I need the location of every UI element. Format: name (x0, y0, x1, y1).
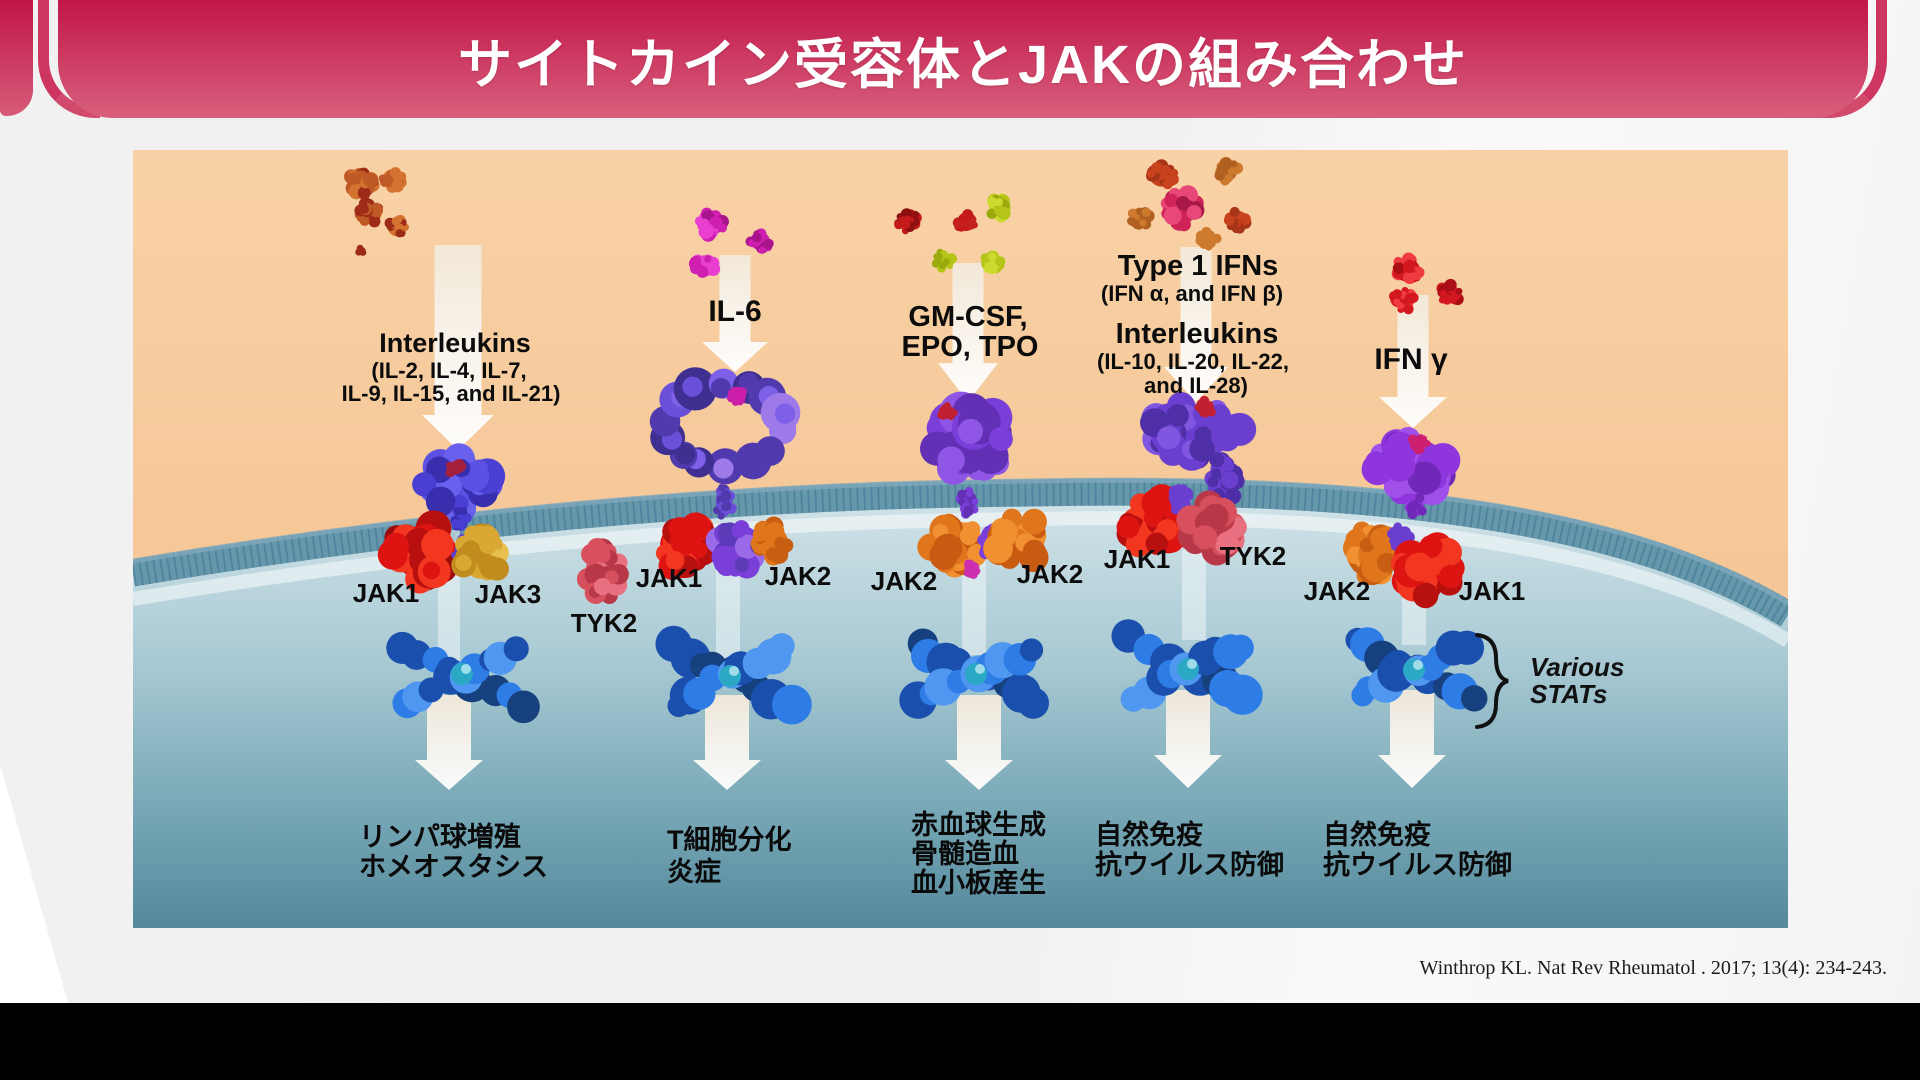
ligand-label: (IL-10, IL-20, IL-22, (1097, 349, 1289, 374)
cytokine (1388, 252, 1464, 315)
ligand-label: EPO, TPO (901, 331, 1039, 363)
citation: Winthrop KL. Nat Rev Rheumatol . 2017; 1… (1419, 957, 1887, 979)
outcome-label: T細胞分化 (667, 825, 792, 855)
outcome-label: 骨髄造血 (911, 839, 1019, 869)
down-arrow (693, 695, 761, 790)
jak-complex (1116, 484, 1247, 566)
various-stats-label: STATs (1530, 679, 1608, 709)
jak-label: JAK2 (1303, 576, 1371, 606)
outcome-label: 血小板産生 (911, 868, 1046, 898)
ligand-label: (IFN α, and IFN β) (1100, 281, 1284, 306)
jak-label: JAK2 (1016, 559, 1084, 589)
cytokine (894, 193, 1011, 275)
jak-label: JAK1 (1103, 544, 1171, 574)
outcome-label: 自然免疫 (1323, 820, 1431, 850)
ligand-label: GM-CSF, (908, 301, 1028, 333)
receptor-ring (649, 367, 801, 520)
down-arrow (945, 695, 1013, 790)
ligand-label: IFN γ (1374, 343, 1448, 376)
ligand-label: (IL-2, IL-4, IL-7, (371, 358, 527, 383)
outcome-label: リンパ球増殖 (359, 822, 521, 852)
down-arrow (1154, 690, 1222, 788)
jak-label: JAK3 (474, 579, 542, 609)
stat-protein (1345, 627, 1488, 712)
jak-complex (655, 512, 794, 580)
outcome-label: 抗ウイルス防御 (1095, 850, 1284, 880)
tyk2-protein (576, 538, 629, 604)
jak-label: JAK1 (635, 563, 703, 593)
receptor (412, 443, 506, 532)
receptor (920, 391, 1013, 519)
corner-triangle-decoration (0, 764, 68, 1003)
cytokine (344, 167, 410, 256)
ligand-label: IL-6 (708, 295, 762, 328)
ligand-label: and IL-28) (1144, 373, 1248, 398)
cytokine (688, 207, 774, 278)
down-arrow (938, 263, 998, 402)
down-arrow (1379, 295, 1447, 428)
banner-right-swoosh (1812, 0, 1887, 118)
cytokine (1127, 156, 1252, 251)
stat-protein (1111, 619, 1263, 715)
down-arrow (1164, 247, 1228, 402)
outcome-label: ホメオスタシス (359, 852, 548, 882)
ligand-label: Interleukins (379, 328, 531, 358)
stats-brace (1475, 633, 1509, 729)
bottom-black-bar (0, 1003, 1920, 1080)
receptor (1361, 427, 1461, 520)
down-arrow (422, 245, 494, 450)
title-banner: サイトカイン受容体とJAKの組み合わせ (58, 0, 1868, 118)
jak-label: JAK1 (352, 578, 420, 608)
outcome-label: 抗ウイルス防御 (1323, 850, 1512, 880)
jak-label: JAK2 (870, 566, 938, 596)
outcome-label: 炎症 (667, 857, 721, 887)
stat-protein (655, 625, 812, 725)
jak-complex (1342, 521, 1465, 609)
ligand-label: Interleukins (1115, 318, 1279, 350)
page-title: サイトカイン受容体とJAKの組み合わせ (457, 34, 1469, 95)
signal-shaft (1182, 550, 1206, 640)
banner-left-accent-block (0, 0, 33, 116)
stat-protein (899, 628, 1050, 719)
jak-complex (377, 510, 509, 594)
receptor (1140, 392, 1257, 519)
jak-label: JAK2 (764, 561, 832, 591)
ligand-label: IL-9, IL-15, and IL-21) (341, 381, 561, 406)
pathway-diagram (130, 150, 1796, 928)
down-arrow (415, 695, 483, 790)
down-arrow (1378, 690, 1446, 788)
jak-label: TYK2 (570, 608, 638, 638)
various-stats-label: Various (1530, 652, 1625, 682)
jak-complex (917, 508, 1049, 579)
stat-protein (386, 631, 540, 724)
down-arrow (702, 255, 768, 372)
outcome-label: 自然免疫 (1095, 820, 1203, 850)
jak-label: JAK1 (1458, 576, 1526, 606)
ligand-label: Type 1 IFNs (1117, 250, 1279, 282)
jak-label: TYK2 (1219, 541, 1287, 571)
outcome-label: 赤血球生成 (911, 810, 1046, 840)
